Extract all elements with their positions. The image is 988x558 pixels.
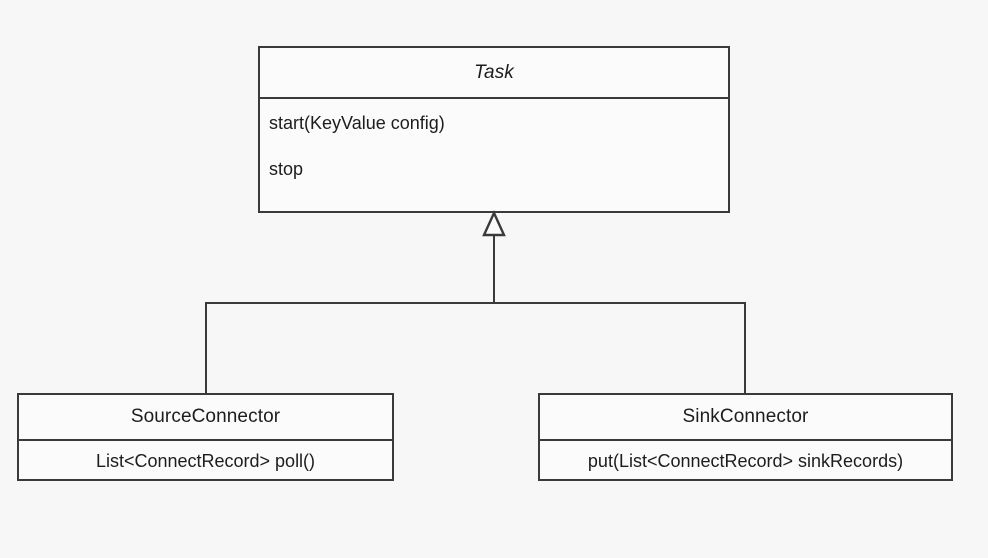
connector-drop-sink <box>744 302 746 394</box>
class-name-source-connector: SourceConnector <box>130 406 281 427</box>
class-box-sink-connector[interactable]: SinkConnector put(List<ConnectRecord> si… <box>538 393 953 481</box>
class-compartment-divider <box>540 439 951 441</box>
class-name-sink-connector: SinkConnector <box>682 406 809 427</box>
class-methods-source-connector: List<ConnectRecord> poll() <box>19 441 392 481</box>
class-methods-task: start(KeyValue config) stop <box>260 99 728 180</box>
method-item: put(List<ConnectRecord> sinkRecords) <box>587 450 904 471</box>
class-compartment-divider <box>19 439 392 441</box>
connector-bus <box>205 302 746 304</box>
class-compartment-divider <box>260 97 728 99</box>
class-box-task[interactable]: Task start(KeyValue config) stop <box>258 46 730 213</box>
class-methods-sink-connector: put(List<ConnectRecord> sinkRecords) <box>540 441 951 481</box>
class-name-task: Task <box>474 61 514 83</box>
class-box-source-connector[interactable]: SourceConnector List<ConnectRecord> poll… <box>17 393 394 481</box>
method-item: stop <box>269 159 304 179</box>
connector-stem <box>493 234 495 304</box>
method-item: start(KeyValue config) <box>269 113 445 133</box>
connector-drop-source <box>205 302 207 394</box>
method-item: List<ConnectRecord> poll() <box>95 450 316 471</box>
